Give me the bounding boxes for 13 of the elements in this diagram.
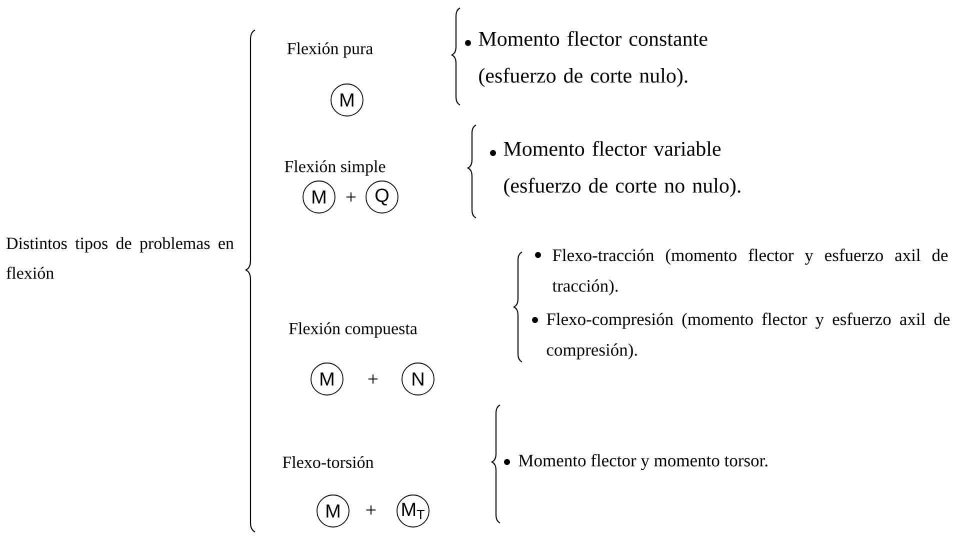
category-label: Flexión simple	[284, 160, 386, 176]
bullet-text: Flexo-tracción (momento flector y esfuerzo axil de tracción).	[552, 248, 948, 296]
bullet-text: Momento flector variable (esfuerzo de corte no nulo).	[504, 140, 740, 198]
plus-sign: +	[346, 192, 356, 202]
category-label: Flexo-torsión	[282, 456, 374, 468]
bullet-text: Flexo-compresión (momento flector y esfuerzo axil de compresión).	[546, 312, 950, 360]
topic-text: Distintos tipos de problemas en flexión	[6, 237, 234, 279]
category-label: Flexión pura	[287, 42, 373, 58]
plus-sign: +	[366, 505, 376, 515]
bullet-text: Momento flector y momento torsor.	[518, 454, 768, 470]
bullet-text: Momento flector constante (esfuerzo de corte nulo).	[478, 30, 708, 88]
plus-sign: +	[368, 374, 378, 384]
category-label: Flexión compuesta	[289, 322, 418, 338]
